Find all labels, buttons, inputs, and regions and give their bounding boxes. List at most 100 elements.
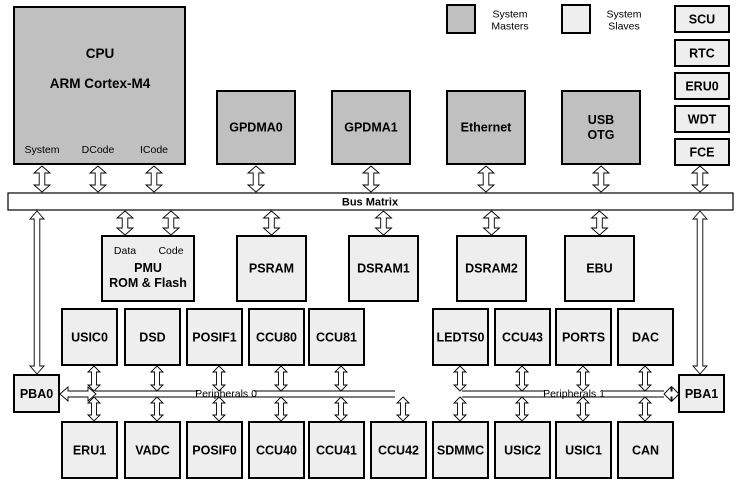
- peripheral-ccu42: [370, 421, 427, 479]
- master-ethernet-label: Ethernet: [461, 121, 513, 135]
- peripheral-posif0-label: POSIF0: [192, 444, 237, 458]
- module-rtc-label: RTC: [689, 47, 715, 61]
- peripheral-ledts0: [432, 308, 489, 366]
- bus-arrow-cpu-icode: [144, 165, 164, 193]
- slave-dsram2-label: DSRAM2: [465, 262, 518, 276]
- peripheral-ccu81: [308, 308, 365, 366]
- peripheral-eru1-label: ERU1: [73, 444, 106, 458]
- peripheral-ledts0-label: LEDTS0: [437, 331, 485, 345]
- master-gpdma0-label: GPDMA0: [229, 121, 283, 135]
- master-usb-otg: [561, 90, 641, 165]
- peripheral-dac-label: DAC: [632, 331, 659, 345]
- module-scu: [674, 5, 730, 33]
- tap-ledts0: [452, 365, 468, 392]
- pmu-port-code: Code: [158, 245, 183, 257]
- cpu-title: CPU: [86, 46, 115, 61]
- bus-arrow-gpdma0: [246, 165, 266, 193]
- slave-ebu-label: EBU: [586, 262, 612, 276]
- bridge-pba1: [678, 374, 725, 413]
- peripheral-usic0: [61, 308, 118, 366]
- legend-masters-label: Masters: [491, 21, 528, 33]
- peripheral-can: [617, 421, 674, 479]
- tap-can: [637, 396, 653, 422]
- bus-arrow-cpu-system: [32, 165, 52, 193]
- tap-usic1: [575, 396, 591, 422]
- bus-matrix: [7, 192, 734, 211]
- pmu-title: PMU: [134, 261, 162, 275]
- legend-masters-swatch: [446, 4, 476, 34]
- module-eru0: [674, 72, 730, 100]
- peripheral-ccu43: [494, 308, 551, 366]
- bus-arrow-pba1: [692, 210, 708, 375]
- peripheral-posif0: [186, 421, 243, 479]
- peripheral-ccu43-label: CCU43: [502, 331, 543, 345]
- peripheral-usic1: [555, 421, 612, 479]
- peripheral-ports-label: PORTS: [562, 331, 605, 345]
- peripheral-ccu80: [248, 308, 305, 366]
- pba1-bus-arrow: [663, 385, 680, 403]
- peripheral-ccu41: [308, 421, 365, 479]
- peripheral-can-label: CAN: [632, 444, 659, 458]
- peripheral-ccu81-label: CCU81: [316, 331, 357, 345]
- peripheral-eru1: [61, 421, 118, 479]
- slave-dsram1-label: DSRAM1: [357, 262, 410, 276]
- peripheral-vadc: [124, 421, 181, 479]
- bus-arrow-side-modules: [690, 165, 710, 193]
- bridge-pba0-label: PBA0: [20, 387, 53, 401]
- peripheral-usic2-label: USIC2: [504, 444, 541, 458]
- tap-ccu41: [333, 396, 349, 422]
- bus-arrow-pba0: [29, 210, 45, 375]
- peripheral-dsd: [124, 308, 181, 366]
- peripheral-ccu40-label: CCU40: [256, 444, 297, 458]
- master-gpdma1: [331, 90, 411, 165]
- peripheral-sdmmc-label: SDMMC: [437, 444, 484, 458]
- tap-usic2: [514, 396, 530, 422]
- bus-arrow-pmu-data: [115, 210, 135, 236]
- master-usb-otg-label: OTG: [587, 128, 614, 142]
- bus-arrow-cpu-dcode: [88, 165, 108, 193]
- peripheral-posif1: [186, 308, 243, 366]
- master-ethernet: [446, 90, 526, 165]
- slave-ebu: [564, 235, 635, 302]
- bus-arrow-psram: [262, 210, 281, 236]
- peripherals1-label: Peripherals 1: [543, 388, 605, 400]
- bus-arrow-gpdma1: [361, 165, 381, 193]
- tap-ccu43: [514, 365, 530, 392]
- bus-arrow-usb-otg: [591, 165, 611, 193]
- master-gpdma0: [216, 90, 296, 165]
- slave-psram: [236, 235, 307, 302]
- peripheral-sdmmc: [432, 421, 489, 479]
- pmu-port-data: Data: [114, 245, 136, 257]
- module-fce: [674, 138, 730, 166]
- bridge-pba1-label: PBA1: [685, 387, 718, 401]
- tap-dac: [637, 365, 653, 392]
- peripheral-ccu80-label: CCU80: [256, 331, 297, 345]
- tap-posif1: [211, 365, 227, 392]
- legend-slaves-label: System: [606, 9, 641, 21]
- peripheral-ccu42-label: CCU42: [378, 444, 419, 458]
- peripheral-ccu40: [248, 421, 305, 479]
- tap-vadc: [149, 396, 165, 422]
- tap-ccu80: [273, 365, 289, 392]
- legend-slaves-label: Slaves: [608, 21, 640, 33]
- module-fce-label: FCE: [690, 146, 715, 160]
- cpu-subtitle: ARM Cortex-M4: [50, 76, 151, 91]
- peripheral-usic0-label: USIC0: [71, 331, 108, 345]
- bridge-pba0: [13, 374, 60, 413]
- tap-dsd: [149, 365, 165, 392]
- module-eru0-label: ERU0: [685, 80, 718, 94]
- cpu-block: [13, 6, 186, 165]
- module-wdt: [674, 105, 730, 133]
- master-usb-otg-label: USB: [588, 113, 614, 127]
- cpu-port-icode: ICode: [140, 144, 168, 156]
- bus-arrow-ethernet: [476, 165, 496, 193]
- peripheral-dac: [617, 308, 674, 366]
- slave-dsram2: [456, 235, 527, 302]
- master-gpdma1-label: GPDMA1: [344, 121, 398, 135]
- peripheral-vadc-label: VADC: [135, 444, 170, 458]
- cpu-port-dcode: DCode: [82, 144, 115, 156]
- tap-ports: [575, 365, 591, 392]
- bus-matrix-label: Bus Matrix: [342, 197, 399, 209]
- peripheral-dsd-label: DSD: [139, 331, 165, 345]
- tap-ccu42: [395, 396, 411, 422]
